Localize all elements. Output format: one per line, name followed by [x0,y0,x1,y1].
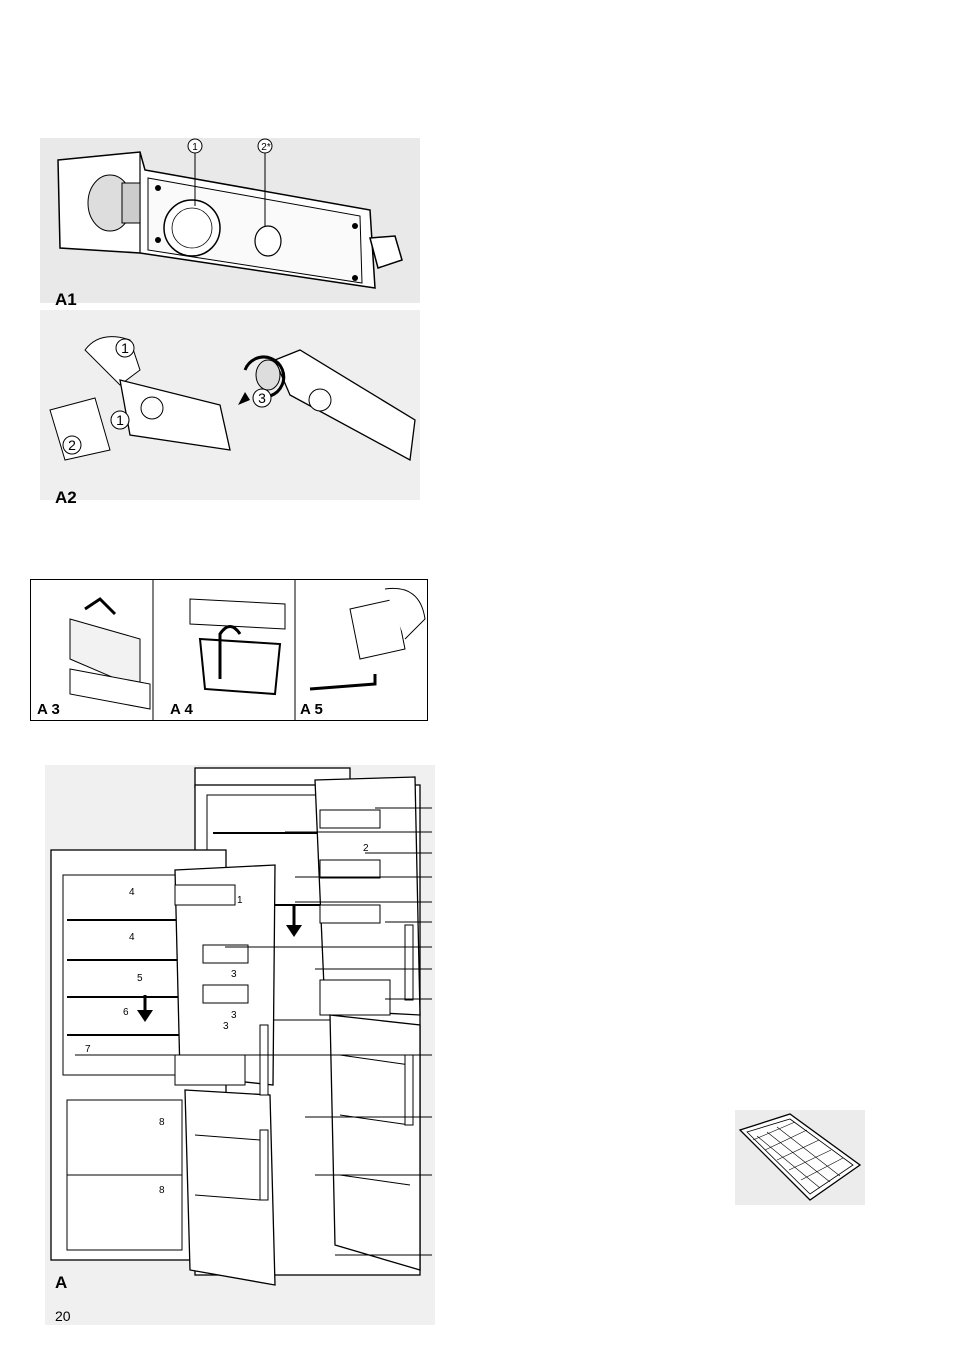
a-item-8a: 8 [159,1117,165,1128]
figure-a4-label: A 4 [170,701,193,718]
figure-a5-label: A 5 [300,701,323,718]
figure-a3-label: A 3 [37,701,60,718]
a2-callout-2: 2 [68,437,76,453]
a-item-4b: 4 [129,932,135,943]
figures-a3-a5-strip [30,579,428,721]
figure-a1: 1 2* [40,138,420,303]
figure-a2-label: A2 [55,488,77,508]
a1-callout-2: 2* [261,142,271,153]
a-item-8b: 8 [159,1185,165,1196]
a-item-7: 7 [85,1044,91,1055]
a-item-6: 6 [123,1007,129,1018]
a-item-3a: 3 [231,969,237,980]
figure-a-label: A [55,1273,67,1293]
a-item-1: 1 [237,895,243,906]
a2-callout-1b: 1 [116,412,124,428]
ice-tray-illustration [735,1110,865,1205]
figure-a-appliance: 1 2 3 3 3 4 4 5 6 7 8 8 [45,765,435,1325]
a-item-5: 5 [137,973,143,984]
a-item-4a: 4 [129,887,135,898]
page-number: 20 [55,1308,71,1324]
a2-callout-3: 3 [258,390,266,406]
a1-callout-1: 1 [192,142,198,153]
a-item-3b: 3 [231,1010,237,1021]
a2-callout-1a: 1 [121,340,129,356]
figure-a1-label: A1 [55,290,77,310]
figure-a2: 1 1 2 3 [40,310,420,500]
a-item-2: 2 [363,843,369,854]
a-item-3c: 3 [223,1021,229,1032]
